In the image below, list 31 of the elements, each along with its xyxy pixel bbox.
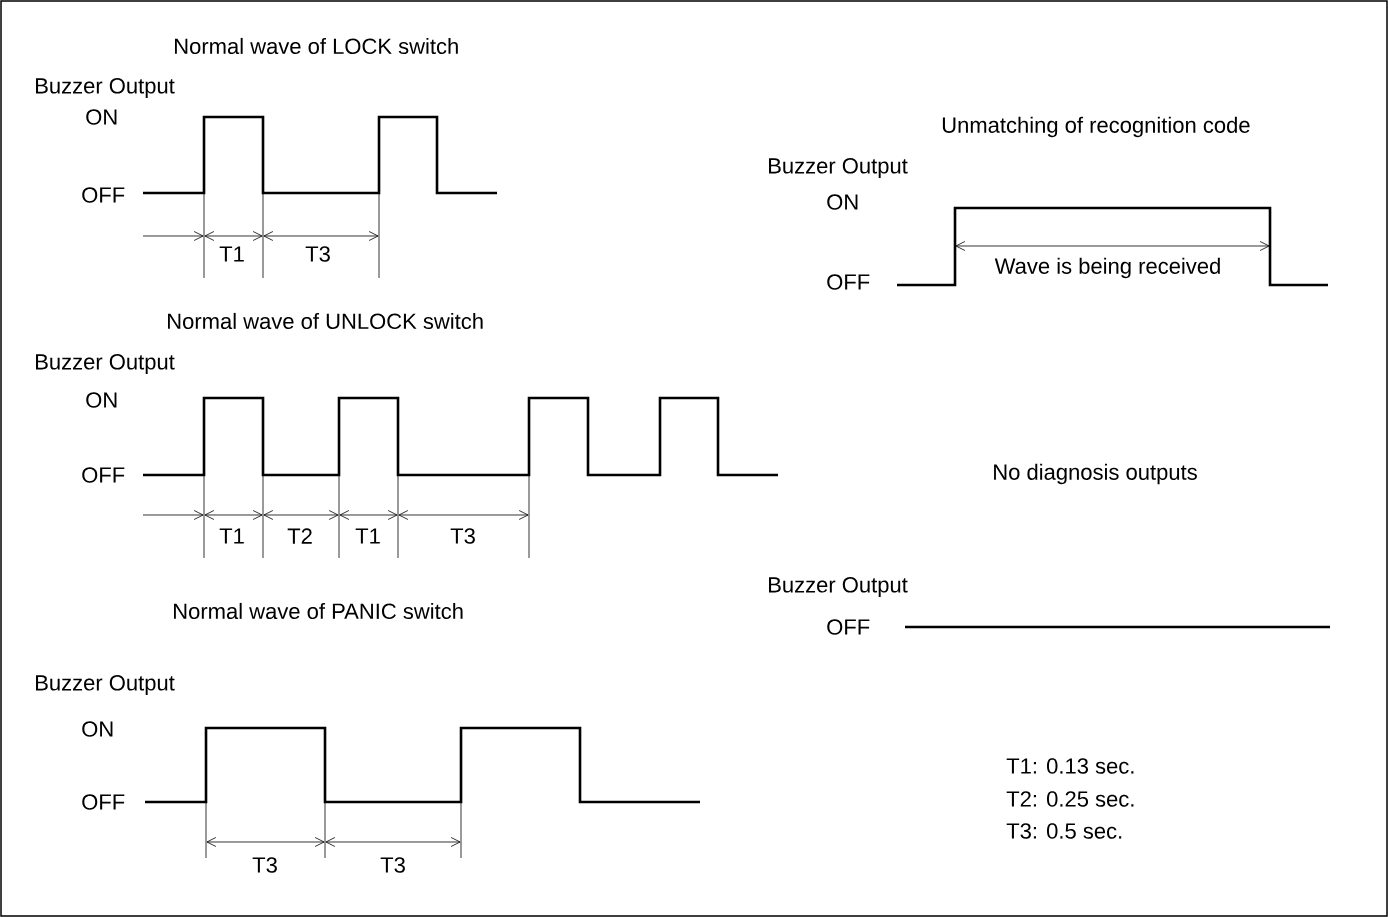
level-label: ON	[86, 109, 117, 125]
level-label: OFF	[827, 619, 870, 635]
level-label: ON	[827, 194, 858, 210]
level-label: OFF	[82, 794, 125, 810]
axis-label: Buzzer Output	[769, 577, 908, 597]
chart-title: Normal wave of LOCK switch	[175, 37, 458, 55]
interval-label: T1	[219, 528, 244, 544]
note: T2: 0.25 sec.	[1006, 791, 1134, 807]
axis-label: Buzzer Output	[36, 354, 175, 374]
interval-label: T1	[219, 246, 244, 262]
axis-label: Buzzer Output	[36, 78, 175, 98]
level-label: OFF	[82, 187, 125, 203]
chart-title: Normal wave of PANIC switch	[174, 602, 463, 620]
interval-label: Wave is being received	[994, 257, 1220, 279]
axis-label: Buzzer Output	[769, 158, 908, 178]
note: T3: 0.5 sec.	[1006, 823, 1122, 839]
chart-title: Unmatching of recognition code	[942, 116, 1250, 138]
level-label: OFF	[827, 274, 870, 290]
interval-label: T3	[252, 857, 277, 873]
chart-title: No diagnosis outputs	[994, 463, 1197, 485]
level-label: ON	[82, 721, 113, 737]
interval-label: T3	[380, 857, 405, 873]
interval-label: T3	[450, 528, 475, 544]
note: T1: 0.13 sec.	[1006, 758, 1134, 774]
interval-label: T1	[355, 528, 380, 544]
chart-title: Normal wave of UNLOCK switch	[168, 312, 483, 330]
level-label: OFF	[82, 467, 125, 483]
interval-label: T2	[287, 528, 312, 544]
level-label: ON	[86, 392, 117, 408]
axis-label: Buzzer Output	[36, 675, 175, 695]
interval-label: T3	[305, 246, 330, 262]
